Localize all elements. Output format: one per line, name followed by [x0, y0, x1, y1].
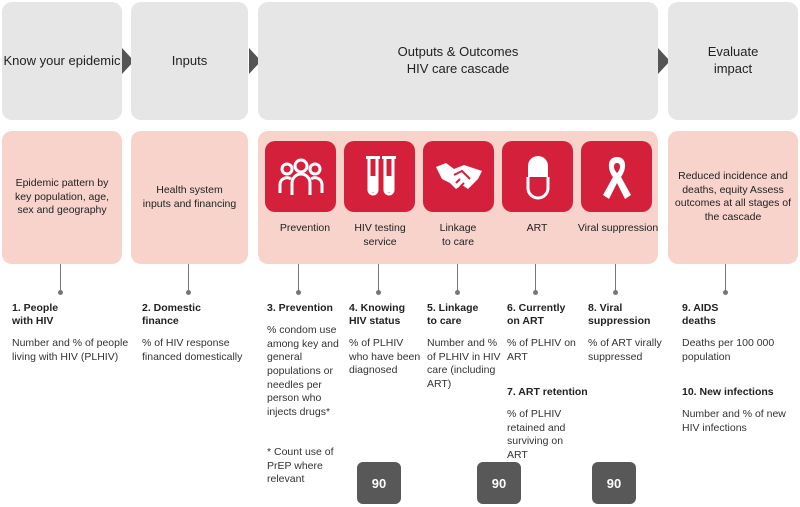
- connector-line: [533, 264, 538, 295]
- art-tile: [502, 141, 573, 212]
- testing-label-line2: service: [363, 235, 397, 248]
- linkage-label-line2: to care: [441, 235, 475, 248]
- epidemic-pattern-text: Epidemic pattern by key population, age,…: [15, 177, 109, 217]
- connector-line: [296, 264, 301, 295]
- stage-inputs: Inputs: [131, 2, 248, 120]
- linkage-label: Linkage to care: [418, 222, 498, 249]
- connector-line: [376, 264, 381, 295]
- handshake-icon: [435, 162, 482, 189]
- health-system-box: Health system inputs and financing: [131, 131, 248, 264]
- indicator-3-title: 3. Prevention: [267, 302, 333, 314]
- target-90-badge: 90: [477, 462, 521, 504]
- stage-inputs-label: Inputs: [171, 52, 208, 68]
- testing-label: HIV testing service: [338, 222, 422, 249]
- capsule-icon: [526, 155, 549, 199]
- linkage-tile: [423, 141, 494, 212]
- stage-evaluate-label: Evaluate: [707, 44, 759, 60]
- prevention-label: Prevention: [279, 222, 331, 234]
- connector-line: [723, 264, 728, 295]
- indicator-6-desc: % of PLHIV on ART: [507, 337, 576, 363]
- viral-suppression-label: Viral suppression: [577, 222, 659, 234]
- connector-line: [58, 264, 63, 295]
- indicator-9-title: 9. AIDS deaths: [682, 302, 718, 328]
- indicator-1-title-line2: with HIV: [12, 315, 54, 328]
- art-label: ART: [526, 222, 548, 234]
- indicator-2-title-line1: 2. Domestic: [142, 302, 201, 314]
- indicator-6-title: 6. Currently on ART: [507, 302, 565, 328]
- indicator-1-title: 1. People with HIV: [12, 302, 58, 328]
- testing-label-line1: HIV testing: [354, 222, 406, 234]
- indicator-8-title: 8. Viral suppression: [588, 302, 650, 328]
- indicator-2-title: 2. Domestic finance: [142, 302, 201, 328]
- stage-evaluate-impact: Evaluate impact: [668, 2, 798, 120]
- testing-tile: [344, 141, 415, 212]
- indicator-9-desc: Deaths per 100 000 population: [682, 337, 775, 363]
- indicator-10-title: 10. New infections: [682, 386, 774, 398]
- indicator-1-title-line1: 1. People: [12, 302, 59, 314]
- red-ribbon-icon: [602, 156, 631, 199]
- indicator-2-title-line2: finance: [142, 315, 179, 328]
- indicator-4-desc: % of PLHIV who have been diagnosed: [349, 337, 421, 377]
- prevention-tile: [265, 141, 336, 212]
- stage-outputs-outcomes: Outputs & Outcomes HIV care cascade: [258, 2, 658, 120]
- target-90-badge: 90: [357, 462, 401, 504]
- health-system-text: Health system inputs and financing: [142, 184, 237, 210]
- indicator-6-title-line1: 6. Currently: [507, 302, 566, 314]
- indicator-2-desc: % of HIV response financed domestically: [142, 337, 243, 363]
- indicator-5-title: 5. Linkage to care: [427, 302, 478, 328]
- people-group-icon: [278, 158, 323, 195]
- indicator-3-note: * Count use of PrEP where relevant: [267, 446, 334, 486]
- indicator-1-desc: Number and % of people living with HIV (…: [12, 337, 129, 363]
- indicator-8-desc: % of ART virally suppressed: [588, 337, 662, 363]
- indicator-9-title-line2: deaths: [682, 315, 716, 328]
- stage-know-epidemic-label: Know your epidemic: [3, 52, 121, 68]
- stage-outputs-label: Outputs & Outcomes: [397, 44, 519, 60]
- stage-cascade-label: HIV care cascade: [406, 61, 510, 76]
- test-tubes-icon: [365, 155, 396, 195]
- stage-impact-label: impact: [713, 61, 753, 76]
- indicator-6-title-line2: on ART: [507, 315, 544, 328]
- indicator-5-desc: Number and % of PLHIV in HIV care (inclu…: [427, 337, 501, 390]
- indicator-4-title-line2: HIV status: [349, 315, 401, 328]
- indicator-5-title-line2: to care: [427, 315, 462, 328]
- connector-line: [455, 264, 460, 295]
- indicator-3-desc: % condom use among key and general popul…: [267, 324, 339, 418]
- indicator-7-desc: % of PLHIV retained and surviving on ART: [507, 408, 566, 461]
- linkage-label-line1: Linkage: [439, 222, 477, 234]
- connector-line: [613, 264, 618, 295]
- viral-suppression-tile: [581, 141, 652, 212]
- stage-know-epidemic: Know your epidemic: [2, 2, 122, 120]
- indicator-5-title-line1: 5. Linkage: [427, 302, 479, 314]
- indicator-4-title-line1: 4. Knowing: [349, 302, 405, 314]
- indicator-8-title-line1: 8. Viral: [588, 302, 623, 314]
- arrow-right-icon: [658, 48, 670, 74]
- epidemic-pattern-box: Epidemic pattern by key population, age,…: [2, 131, 122, 264]
- reduced-incidence-box: Reduced incidence and deaths, equity Ass…: [668, 131, 798, 264]
- reduced-incidence-text: Reduced incidence and deaths, equity Ass…: [674, 170, 792, 223]
- indicator-7-title: 7. ART retention: [507, 386, 588, 398]
- indicator-10-desc: Number and % of new HIV infections: [682, 408, 786, 434]
- indicator-9-title-line1: 9. AIDS: [682, 302, 719, 314]
- connector-line: [186, 264, 191, 295]
- indicator-8-title-line2: suppression: [588, 315, 651, 328]
- indicator-4-title: 4. Knowing HIV status: [349, 302, 405, 328]
- target-90-badge: 90: [592, 462, 636, 504]
